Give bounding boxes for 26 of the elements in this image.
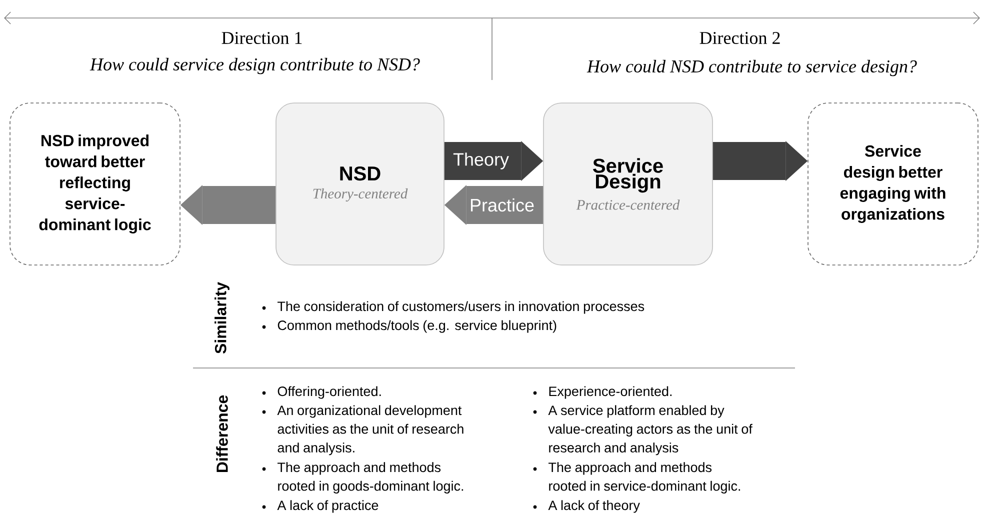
- bullet-text: The consideration of customers/users in innovation processes: [278, 301, 644, 314]
- edge-label: Theory: [453, 152, 509, 170]
- research-question: How could service design contribute to NSD?: [90, 58, 420, 74]
- bullet-text: A lack of practice: [277, 500, 378, 513]
- block-arrow: [712, 141, 808, 181]
- process-box: Service Design Practice-centered: [543, 102, 713, 266]
- row-heading: Similarity: [214, 282, 230, 354]
- process-box: NSD Theory-centered: [276, 102, 444, 266]
- research-question: How could NSD contribute to service design?: [586, 60, 917, 76]
- row-heading: Difference: [216, 395, 228, 472]
- bullet-text: The approach and methods rooted in goods-dominant logic.: [278, 462, 464, 494]
- outcome-box: NSD improved toward better reflecting service-dominant logic: [10, 102, 180, 266]
- block-arrow: [444, 141, 544, 181]
- bullet-text: A lack of theory: [548, 500, 640, 513]
- bullet-text: The approach and methods rooted in service-dominant logic.: [548, 462, 740, 494]
- bullet-text: A service platform enabled by value-creating actors as the unit of research and analysis: [548, 405, 752, 456]
- bullet-text: Experience-oriented.: [549, 386, 672, 399]
- block-arrow: [180, 185, 276, 225]
- outcome-box: Service design better engaging with organizations: [808, 102, 978, 266]
- edge-label: Practice: [470, 198, 534, 212]
- block-arrow: [444, 185, 544, 225]
- bullet-text: An organizational development activities as the unit of research and analysis.: [277, 405, 464, 456]
- bullet-text: Offering-oriented.: [278, 386, 381, 399]
- bullet-text: Common methods/tools (e.g. service blueprint): [278, 320, 556, 333]
- direction-heading: Direction 1: [222, 32, 302, 44]
- direction-heading: Direction 2: [700, 32, 780, 44]
